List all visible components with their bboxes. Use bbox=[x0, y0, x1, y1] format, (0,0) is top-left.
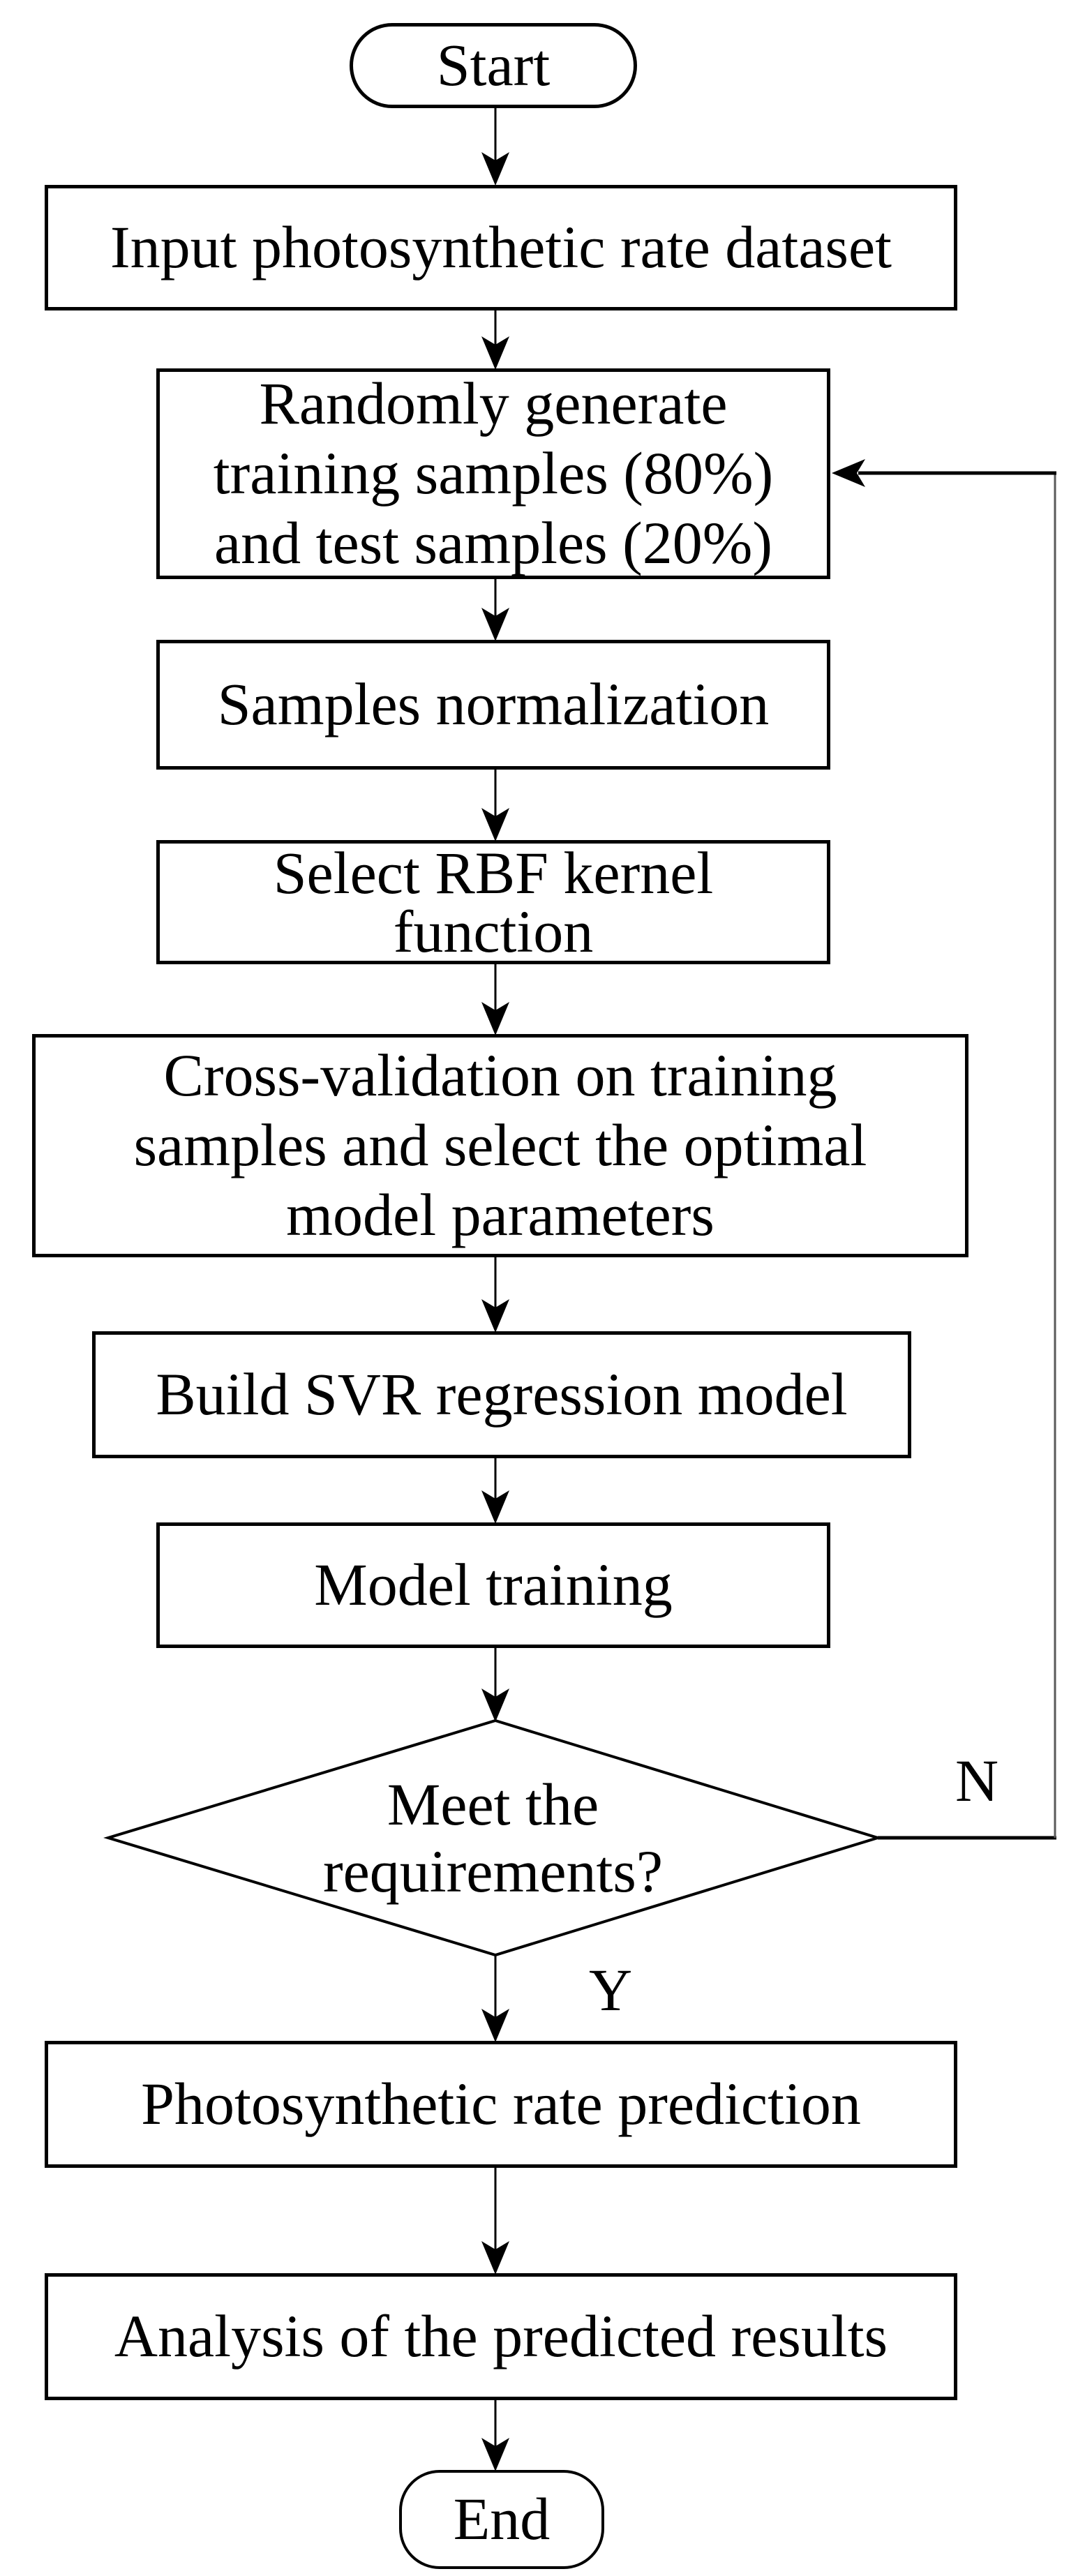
edge-crossval-build bbox=[481, 1257, 509, 1333]
edge-label-no: N bbox=[955, 1747, 999, 1814]
node-decision-label: Meet the requirements? bbox=[322, 1770, 664, 1905]
node-model-training: Model training bbox=[156, 1522, 830, 1648]
node-select-kernel-label: Select RBF kernel function bbox=[273, 839, 714, 965]
node-decision: Meet the requirements? bbox=[108, 1721, 878, 1955]
arrowhead-icon bbox=[481, 2009, 509, 2042]
edge-predict-analyze bbox=[481, 2168, 509, 2275]
arrowhead-icon bbox=[481, 1299, 509, 1333]
arrowhead-icon bbox=[481, 808, 509, 841]
edge-input-generate bbox=[481, 310, 509, 370]
arrowhead-icon bbox=[832, 459, 865, 487]
arrowhead-icon bbox=[481, 336, 509, 370]
node-build-svr-label: Build SVR regression model bbox=[156, 1361, 848, 1428]
edge-train-decision bbox=[481, 1648, 509, 1722]
edge-build-train bbox=[481, 1458, 509, 1524]
arrowhead-icon bbox=[481, 152, 509, 186]
node-cross-validation-label: Cross-validation on training samples and… bbox=[133, 1042, 867, 1248]
arrowhead-icon bbox=[481, 608, 509, 641]
node-input-dataset-label: Input photosynthetic rate dataset bbox=[110, 214, 892, 281]
node-analysis-results-label: Analysis of the predicted results bbox=[114, 2302, 888, 2370]
node-build-svr: Build SVR regression model bbox=[92, 1331, 911, 1458]
arrowhead-icon bbox=[481, 2438, 509, 2471]
node-select-kernel: Select RBF kernel function bbox=[156, 840, 830, 964]
edge-decision-predict bbox=[481, 1955, 509, 2042]
edge-generate-normalize bbox=[481, 579, 509, 641]
node-input-dataset: Input photosynthetic rate dataset bbox=[45, 185, 957, 310]
edge-analyze-end bbox=[481, 2400, 509, 2471]
node-rate-prediction: Photosynthetic rate prediction bbox=[45, 2041, 957, 2168]
edge-kernel-crossval bbox=[481, 964, 509, 1035]
node-start: Start bbox=[350, 23, 637, 108]
node-samples-normalization-label: Samples normalization bbox=[217, 671, 770, 738]
node-model-training-label: Model training bbox=[314, 1551, 673, 1619]
node-samples-normalization: Samples normalization bbox=[156, 640, 830, 770]
edge-label-yes: Y bbox=[588, 1956, 633, 2023]
arrowhead-icon bbox=[481, 1002, 509, 1035]
node-cross-validation: Cross-validation on training samples and… bbox=[32, 1034, 968, 1257]
node-generate-samples: Randomly generate training samples (80%)… bbox=[156, 368, 830, 579]
node-rate-prediction-label: Photosynthetic rate prediction bbox=[141, 2070, 861, 2138]
node-generate-samples-label: Randomly generate training samples (80%)… bbox=[213, 370, 774, 576]
node-end-label: End bbox=[453, 2485, 551, 2553]
edge-start-input bbox=[481, 108, 509, 186]
arrowhead-icon bbox=[481, 1490, 509, 1524]
edge-decision-generate-feedback bbox=[832, 459, 1056, 1840]
edge-normalize-kernel bbox=[481, 770, 509, 841]
arrowhead-icon bbox=[481, 2241, 509, 2275]
node-start-label: Start bbox=[436, 31, 551, 99]
node-end: End bbox=[399, 2470, 604, 2569]
node-analysis-results: Analysis of the predicted results bbox=[45, 2273, 957, 2400]
arrowhead-icon bbox=[481, 1688, 509, 1722]
